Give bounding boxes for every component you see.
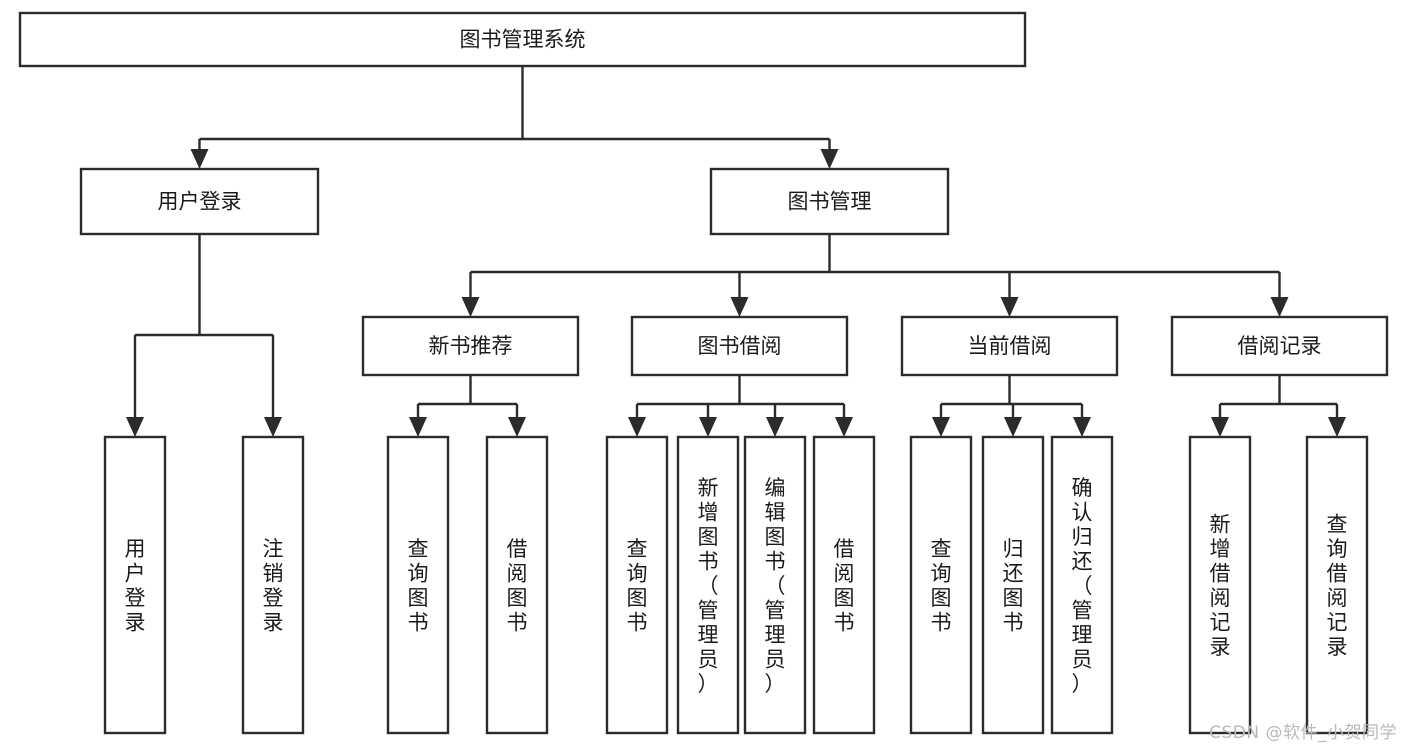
node-box	[909, 435, 973, 735]
arrow-head-icon	[1073, 417, 1091, 437]
arrow-head-icon	[1004, 417, 1022, 437]
node-box	[1305, 435, 1369, 735]
arrow-head-icon	[1270, 297, 1289, 317]
node-label: 编辑图书（管理员）	[765, 476, 786, 696]
arrow-head-icon	[730, 297, 749, 317]
node-box	[812, 435, 876, 735]
node-box	[743, 435, 807, 735]
node-label: 查询图书	[408, 537, 429, 635]
node-leaf-5[interactable]: 新增图书（管理员）	[676, 435, 740, 735]
arrow-head-icon	[126, 417, 144, 437]
node-label: 用户登录	[125, 537, 146, 635]
node-box	[709, 167, 950, 236]
node-box	[981, 435, 1045, 735]
arrow-head-icon	[820, 149, 839, 169]
node-box	[1170, 315, 1389, 377]
node-box	[605, 435, 669, 735]
arrow-head-icon	[190, 149, 209, 169]
node-box	[1050, 435, 1114, 735]
node-root-0[interactable]: 图书管理系统	[18, 11, 1027, 68]
node-label: 新增借阅记录	[1210, 513, 1231, 660]
node-label: 查询图书	[627, 537, 648, 635]
node-box	[900, 315, 1119, 377]
node-layer: 图书管理系统用户登录图书管理新书推荐图书借阅当前借阅借阅记录用户登录注销登录查询…	[18, 11, 1389, 735]
node-label: 新书推荐	[429, 334, 513, 358]
arrow-head-icon	[766, 417, 784, 437]
node-label: 图书管理	[788, 190, 872, 214]
node-leaf-2[interactable]: 查询图书	[386, 435, 450, 735]
node-leaf-6[interactable]: 编辑图书（管理员）	[743, 435, 807, 735]
node-level2-3[interactable]: 借阅记录	[1170, 315, 1389, 377]
node-leaf-4[interactable]: 查询图书	[605, 435, 669, 735]
node-label: 图书管理系统	[460, 28, 586, 52]
arrow-head-icon	[628, 417, 646, 437]
node-label: 注销登录	[263, 537, 284, 635]
connector-layer	[126, 66, 1346, 437]
arrow-head-icon	[835, 417, 853, 437]
node-leaf-10[interactable]: 确认归还（管理员）	[1050, 435, 1114, 735]
node-label: 图书借阅	[698, 334, 782, 358]
arrow-head-icon	[1211, 417, 1229, 437]
node-box	[676, 435, 740, 735]
arrow-head-icon	[699, 417, 717, 437]
arrow-head-icon	[932, 417, 950, 437]
node-label: 用户登录	[158, 190, 242, 214]
node-level2-0[interactable]: 新书推荐	[361, 315, 580, 377]
node-leaf-3[interactable]: 借阅图书	[485, 435, 549, 735]
arrow-head-icon	[1000, 297, 1019, 317]
node-leaf-9[interactable]: 归还图书	[981, 435, 1045, 735]
csdn-watermark: CSDN @软件_小贺同学	[1209, 723, 1397, 743]
node-box	[361, 315, 580, 377]
node-label: 新增图书（管理员）	[698, 476, 719, 696]
node-box	[386, 435, 450, 735]
node-label: 查询图书	[931, 537, 952, 635]
node-label: 借阅记录	[1238, 334, 1322, 358]
node-label: 借阅图书	[834, 537, 855, 635]
node-box	[241, 435, 305, 735]
node-box	[18, 11, 1027, 68]
node-box	[630, 315, 849, 377]
node-leaf-1[interactable]: 注销登录	[241, 435, 305, 735]
node-box	[79, 167, 320, 236]
arrow-head-icon	[508, 417, 526, 437]
arrow-head-icon	[461, 297, 480, 317]
arrow-head-icon	[1328, 417, 1346, 437]
node-leaf-7[interactable]: 借阅图书	[812, 435, 876, 735]
node-leaf-0[interactable]: 用户登录	[103, 435, 167, 735]
node-box	[1188, 435, 1252, 735]
node-label: 当前借阅	[968, 334, 1052, 358]
arrow-head-icon	[264, 417, 282, 437]
node-label: 确认归还（管理员）	[1072, 476, 1093, 696]
node-leaf-8[interactable]: 查询图书	[909, 435, 973, 735]
node-label: 借阅图书	[507, 537, 528, 635]
node-label: 查询借阅记录	[1327, 513, 1348, 660]
node-label: 归还图书	[1003, 537, 1024, 635]
arrow-head-icon	[409, 417, 427, 437]
node-level2-1[interactable]: 图书借阅	[630, 315, 849, 377]
node-level2-2[interactable]: 当前借阅	[900, 315, 1119, 377]
node-box	[485, 435, 549, 735]
node-leaf-11[interactable]: 新增借阅记录	[1188, 435, 1252, 735]
node-leaf-12[interactable]: 查询借阅记录	[1305, 435, 1369, 735]
node-box	[103, 435, 167, 735]
node-level1-1[interactable]: 图书管理	[709, 167, 950, 236]
node-level1-0[interactable]: 用户登录	[79, 167, 320, 236]
